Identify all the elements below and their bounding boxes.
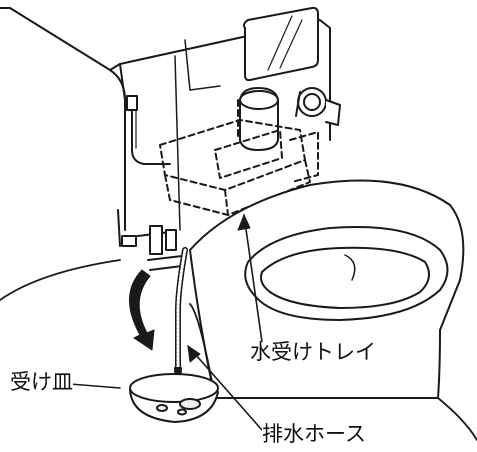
label-water-tray: 水受けトレイ	[250, 340, 376, 364]
leader-saucer	[69, 383, 121, 389]
leader-water-tray-arrowhead	[237, 214, 251, 231]
rotate-arrow-icon	[129, 269, 155, 351]
wall-panel	[0, 7, 126, 231]
leader-drain-hose	[187, 345, 263, 431]
wall-panel-edge	[109, 63, 121, 71]
cabinet-inner-frame	[174, 39, 221, 231]
toilet-bowl-rim	[244, 225, 449, 321]
saucer-dish	[129, 373, 219, 423]
flush-knob-icon	[295, 87, 341, 126]
leader-drain-hose-arrowhead	[187, 345, 201, 363]
hose-connector	[147, 225, 183, 271]
floor-curve-right	[437, 397, 477, 441]
supply-pipe	[131, 95, 171, 165]
leader-water-tray	[243, 214, 263, 343]
water-tray-outline	[159, 99, 319, 216]
label-saucer: 受け皿	[10, 370, 73, 394]
glass-reflection	[267, 15, 303, 71]
toilet-bowl-inner	[260, 246, 430, 309]
label-drain-hose: 排水ホース	[262, 422, 366, 446]
